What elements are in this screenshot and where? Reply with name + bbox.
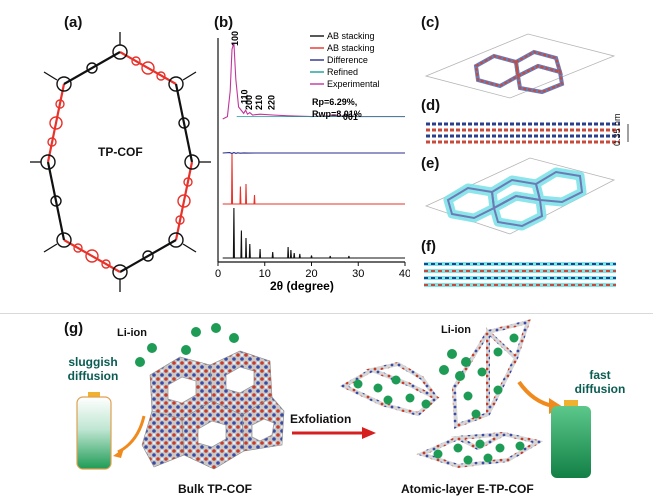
panel-label-b: (b) xyxy=(214,14,234,31)
sluggish-label: sluggish diffusion xyxy=(58,355,128,383)
panel-label-c: (c) xyxy=(421,14,440,31)
li-loaded-cof-side-view xyxy=(424,262,616,287)
panel-label-e: (e) xyxy=(421,155,440,172)
li-loaded-cof-top-view xyxy=(424,157,616,235)
x-tick-label: 10 xyxy=(259,268,271,280)
panel-label-d: (d) xyxy=(421,97,441,114)
bulk-cof-crystal xyxy=(141,350,285,470)
x-tick-label: 0 xyxy=(215,268,221,280)
bulk-cof-side-view xyxy=(426,122,629,144)
peak-label-210: 210 xyxy=(254,95,264,110)
panel-label-a: (a) xyxy=(64,14,83,31)
fit-rp: Rp=6.29%, xyxy=(312,97,357,107)
section-divider xyxy=(0,313,653,314)
legend-entry: Difference xyxy=(327,55,368,65)
series-line-refined xyxy=(222,153,405,205)
peak-label-200: 200 xyxy=(244,95,254,110)
x-tick-label: 40 xyxy=(399,268,410,280)
layer-spacing-label: 0.35 nm xyxy=(612,113,622,146)
legend-entry: AB stacking xyxy=(327,31,375,41)
sluggish-word: sluggish xyxy=(68,355,118,369)
exfoliated-sheets xyxy=(339,319,544,469)
li-ion-label-right: Li-ion xyxy=(441,324,471,336)
panel-label-f: (f) xyxy=(421,238,436,255)
fast-word: fast xyxy=(589,368,611,382)
fit-rwp: Rwp=8.01% xyxy=(312,109,362,119)
tp-cof-structure xyxy=(30,32,211,292)
series-line-ab-stacking xyxy=(222,207,405,259)
li-ions-left xyxy=(135,323,239,367)
molecule-label: TP-COF xyxy=(98,145,143,159)
peak-label-100: 100 xyxy=(230,31,240,46)
x-axis-label: 2θ (degree) xyxy=(270,279,334,293)
peak-label-220: 220 xyxy=(267,95,277,110)
series-line-difference xyxy=(222,151,405,155)
diffusion-word-right: diffusion xyxy=(574,382,626,396)
bulk-cof-top-view xyxy=(424,33,616,99)
peak-label-110: 110 xyxy=(240,89,250,104)
exfoliation-label: Exfoliation xyxy=(290,412,352,426)
legend-entry: Experimental xyxy=(327,79,380,89)
diffusion-word-left: diffusion xyxy=(67,369,119,383)
battery-icon-left xyxy=(76,392,112,470)
atomic-layer-label: Atomic-layer E-TP-COF xyxy=(401,482,534,496)
orange-arrow-left xyxy=(113,415,146,458)
fast-label: fast diffusion xyxy=(570,368,630,396)
panel-label-g: (g) xyxy=(64,320,84,337)
bulk-label: Bulk TP-COF xyxy=(178,482,252,496)
x-tick-label: 30 xyxy=(352,268,364,280)
li-ion-label-left: Li-ion xyxy=(117,327,147,339)
battery-icon-right xyxy=(551,400,591,478)
exfoliation-arrow xyxy=(292,427,376,439)
x-tick-label: 20 xyxy=(305,268,317,280)
legend-entry: Refined xyxy=(327,67,358,77)
legend-entry: AB stacking xyxy=(327,43,375,53)
peak-label-001: 001 xyxy=(343,112,358,122)
